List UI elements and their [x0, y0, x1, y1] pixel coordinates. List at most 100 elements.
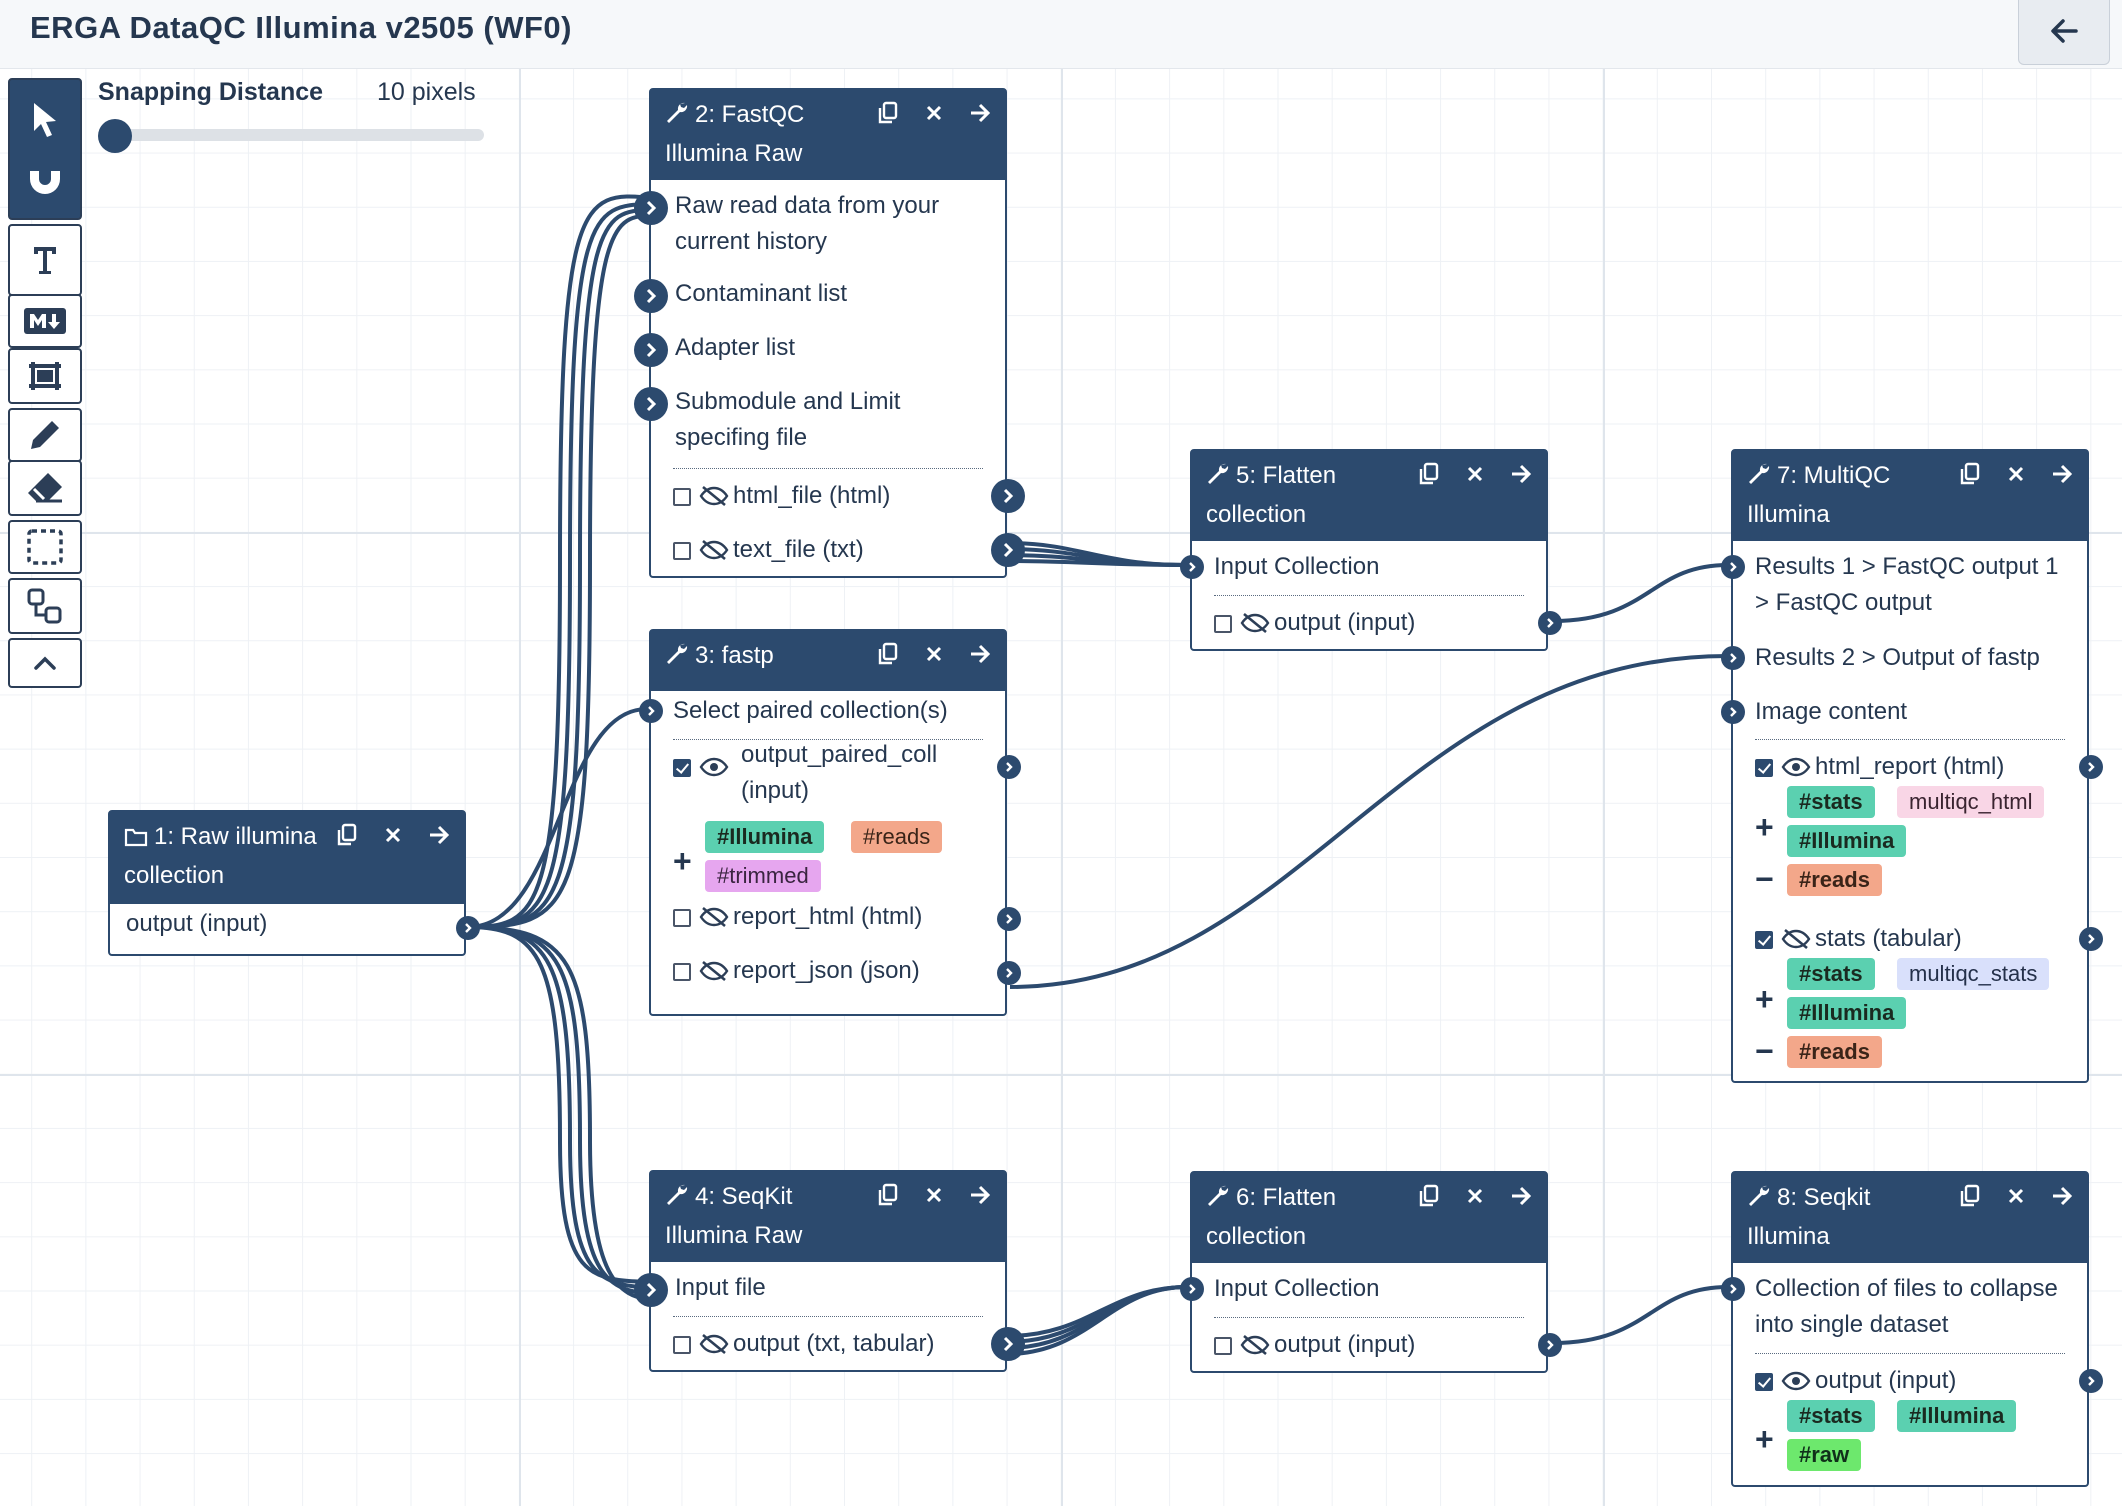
arrow-right-icon[interactable]: [426, 820, 452, 850]
eye-icon[interactable]: [699, 756, 729, 778]
output-terminal[interactable]: [997, 961, 1021, 985]
output-checkbox-checked[interactable]: [673, 759, 691, 777]
output-checkbox[interactable]: [673, 963, 691, 981]
arrow-right-icon[interactable]: [1508, 1181, 1534, 1211]
add-tag-icon[interactable]: +: [673, 843, 692, 879]
arrow-right-icon[interactable]: [2049, 1181, 2075, 1211]
input-terminal[interactable]: [634, 333, 668, 367]
output-checkbox[interactable]: [1214, 615, 1232, 633]
output-checkbox-checked[interactable]: [1755, 759, 1773, 777]
output-terminal[interactable]: [991, 1327, 1025, 1361]
node-seqkit-illumina-raw[interactable]: 4: SeqKit Illumina Raw Input file output…: [634, 1170, 1025, 1372]
input-terminal[interactable]: [1180, 555, 1204, 579]
close-icon[interactable]: [2003, 459, 2029, 489]
output-checkbox-checked[interactable]: [1755, 931, 1773, 949]
output-checkbox[interactable]: [673, 909, 691, 927]
tag-reads[interactable]: #reads: [1787, 1036, 1882, 1068]
tag-raw[interactable]: #raw: [1787, 1439, 1862, 1471]
node-flatten-collection-6[interactable]: 6: Flatten collection Input Collection o…: [1180, 1171, 1562, 1373]
node-fastqc-illumina-raw[interactable]: 2: FastQC Illumina Raw Raw read data fro…: [634, 88, 1025, 578]
add-tag-icon[interactable]: +: [1755, 981, 1774, 1017]
node-header[interactable]: 8: Seqkit Illumina: [1733, 1173, 2087, 1263]
input-terminal[interactable]: [634, 279, 668, 313]
clone-icon[interactable]: [875, 1180, 901, 1210]
clone-icon[interactable]: [1416, 459, 1442, 489]
frame-tool[interactable]: [8, 348, 82, 404]
node-raw-illumina-collection[interactable]: 1: Raw illumina collection output (input…: [108, 810, 480, 956]
snapping-slider-thumb[interactable]: [98, 119, 132, 153]
arrow-right-icon[interactable]: [1508, 459, 1534, 489]
arrow-right-icon[interactable]: [967, 98, 993, 128]
input-terminal[interactable]: [634, 191, 668, 225]
pointer-tool-group[interactable]: [8, 78, 82, 220]
arrow-right-icon[interactable]: [967, 639, 993, 669]
eye-slash-icon[interactable]: [1240, 612, 1270, 634]
output-terminal[interactable]: [456, 916, 480, 940]
eye-slash-icon[interactable]: [1781, 928, 1811, 950]
tag-trimmed[interactable]: #trimmed: [705, 860, 821, 892]
close-icon[interactable]: [921, 1180, 947, 1210]
tag-multiqc-html[interactable]: multiqc_html: [1897, 786, 2045, 818]
clone-icon[interactable]: [1957, 1181, 1983, 1211]
output-terminal[interactable]: [1538, 1333, 1562, 1357]
eye-slash-icon[interactable]: [699, 1333, 729, 1355]
auto-layout-tool[interactable]: [8, 578, 82, 634]
node-seqkit-illumina[interactable]: 8: Seqkit Illumina Collection of files t…: [1721, 1171, 2103, 1487]
output-checkbox[interactable]: [673, 1336, 691, 1354]
node-header[interactable]: 6: Flatten collection: [1192, 1173, 1546, 1263]
clone-icon[interactable]: [1416, 1181, 1442, 1211]
tag-illumina[interactable]: #Illumina: [1787, 997, 1907, 1029]
node-header[interactable]: 1: Raw illumina collection: [110, 812, 464, 904]
close-icon[interactable]: [921, 639, 947, 669]
node-flatten-collection-5[interactable]: 5: Flatten collection Input Collection o…: [1180, 449, 1562, 651]
input-terminal[interactable]: [634, 1273, 668, 1307]
text-tool[interactable]: [8, 224, 82, 296]
eraser-tool[interactable]: [8, 460, 82, 516]
box-select-tool[interactable]: [8, 520, 82, 574]
output-terminal[interactable]: [991, 479, 1025, 513]
output-checkbox[interactable]: [673, 488, 691, 506]
add-tag-icon[interactable]: +: [1755, 809, 1774, 845]
close-icon[interactable]: [1462, 1181, 1488, 1211]
output-checkbox[interactable]: [673, 542, 691, 560]
node-multiqc-illumina[interactable]: 7: MultiQC Illumina Results 1 > FastQC o…: [1721, 449, 2103, 1083]
remove-tag-icon[interactable]: −: [1755, 861, 1774, 897]
input-terminal[interactable]: [1180, 1277, 1204, 1301]
arrow-right-icon[interactable]: [967, 1180, 993, 1210]
eye-slash-icon[interactable]: [699, 906, 729, 928]
output-terminal[interactable]: [2079, 755, 2103, 779]
tag-illumina[interactable]: #Illumina: [1787, 825, 1907, 857]
tag-stats[interactable]: #stats: [1787, 786, 1875, 818]
output-terminal[interactable]: [2079, 1369, 2103, 1393]
output-terminal[interactable]: [2079, 927, 2103, 951]
tag-reads[interactable]: #reads: [851, 821, 943, 853]
back-button[interactable]: [2018, 0, 2110, 65]
node-header[interactable]: 5: Flatten collection: [1192, 451, 1546, 541]
eye-slash-icon[interactable]: [699, 539, 729, 561]
close-icon[interactable]: [2003, 1181, 2029, 1211]
tag-reads[interactable]: #reads: [1787, 864, 1882, 896]
clone-icon[interactable]: [875, 98, 901, 128]
output-checkbox[interactable]: [1214, 1337, 1232, 1355]
markdown-tool[interactable]: [8, 294, 82, 348]
output-terminal[interactable]: [991, 533, 1025, 567]
input-terminal[interactable]: [1721, 646, 1745, 670]
output-terminal[interactable]: [1538, 611, 1562, 635]
node-header[interactable]: 4: SeqKit Illumina Raw: [651, 1172, 1005, 1262]
input-terminal[interactable]: [1721, 700, 1745, 724]
input-terminal[interactable]: [1721, 555, 1745, 579]
tag-illumina[interactable]: #Illumina: [1897, 1400, 2017, 1432]
eye-icon[interactable]: [1781, 1370, 1811, 1392]
pen-tool[interactable]: [8, 408, 82, 462]
close-icon[interactable]: [1462, 459, 1488, 489]
output-terminal[interactable]: [997, 907, 1021, 931]
tag-stats[interactable]: #stats: [1787, 1400, 1875, 1432]
tag-multiqc-stats[interactable]: multiqc_stats: [1897, 958, 2050, 990]
eye-slash-icon[interactable]: [1240, 1334, 1270, 1356]
node-fastp[interactable]: 3: fastp Select paired collection(s) out…: [639, 629, 1021, 1016]
input-terminal[interactable]: [634, 387, 668, 421]
close-icon[interactable]: [380, 820, 406, 850]
close-icon[interactable]: [921, 98, 947, 128]
node-header[interactable]: 3: fastp: [651, 631, 1005, 691]
input-terminal[interactable]: [1721, 1277, 1745, 1301]
